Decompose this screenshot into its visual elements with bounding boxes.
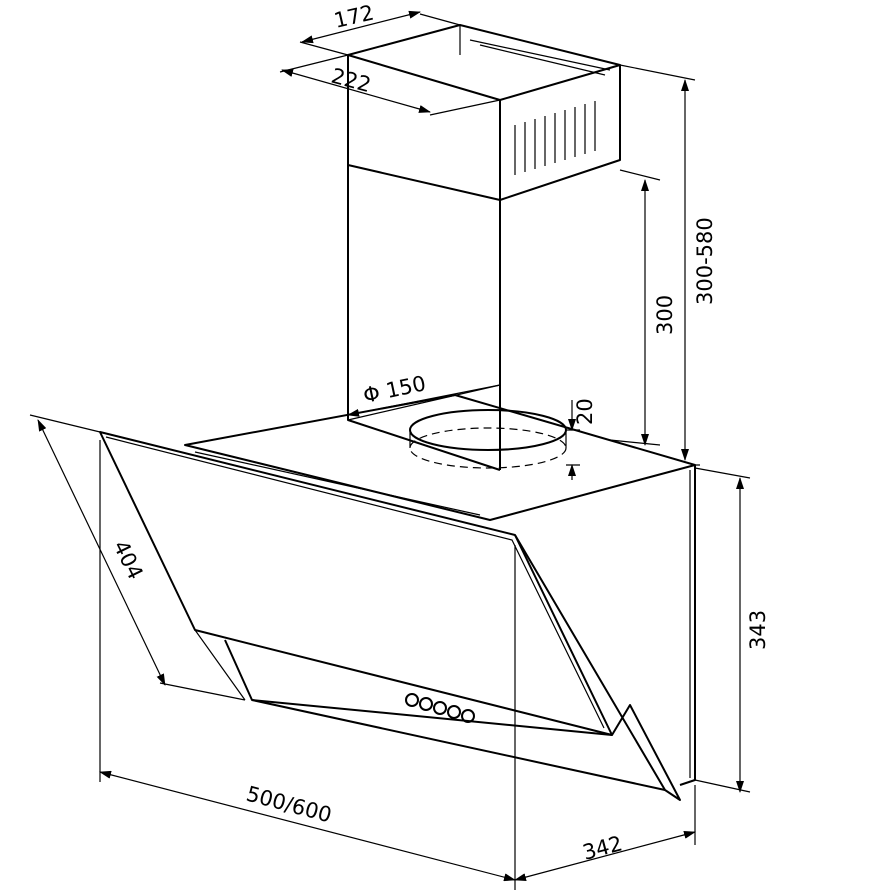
dimension-lower-chimney-height: 300 [609, 169, 677, 446]
dimension-collar-height: 20 [566, 398, 597, 480]
label-342: 342 [580, 831, 625, 865]
duct-collar [409, 409, 567, 451]
label-20: 20 [573, 398, 597, 425]
dimension-hood-depth: 342 [514, 785, 696, 882]
glass-panel [99, 431, 681, 801]
lower-chimney [347, 165, 501, 471]
dimension-body-height: 343 [694, 467, 770, 793]
label-300-580: 300-580 [693, 217, 717, 305]
dimension-hood-width: 500/600 [99, 440, 516, 890]
vent-slots [514, 101, 596, 175]
label-500-600: 500/600 [244, 782, 334, 828]
hood-top-plate [184, 394, 696, 521]
dimension-chimney-width: 222 [279, 54, 501, 116]
label-300: 300 [653, 295, 677, 335]
dimension-duct-diameter: Φ 150 [347, 371, 501, 417]
hood-side-panel [679, 465, 696, 786]
label-343: 343 [746, 610, 770, 650]
dimension-glass-length: 404 [29, 414, 246, 701]
label-222: 222 [329, 64, 374, 98]
upper-chimney [347, 24, 621, 201]
label-404: 404 [109, 537, 148, 584]
control-buttons [405, 693, 475, 723]
dimension-total-height: 300-580 [619, 64, 717, 466]
label-172: 172 [332, 0, 376, 32]
